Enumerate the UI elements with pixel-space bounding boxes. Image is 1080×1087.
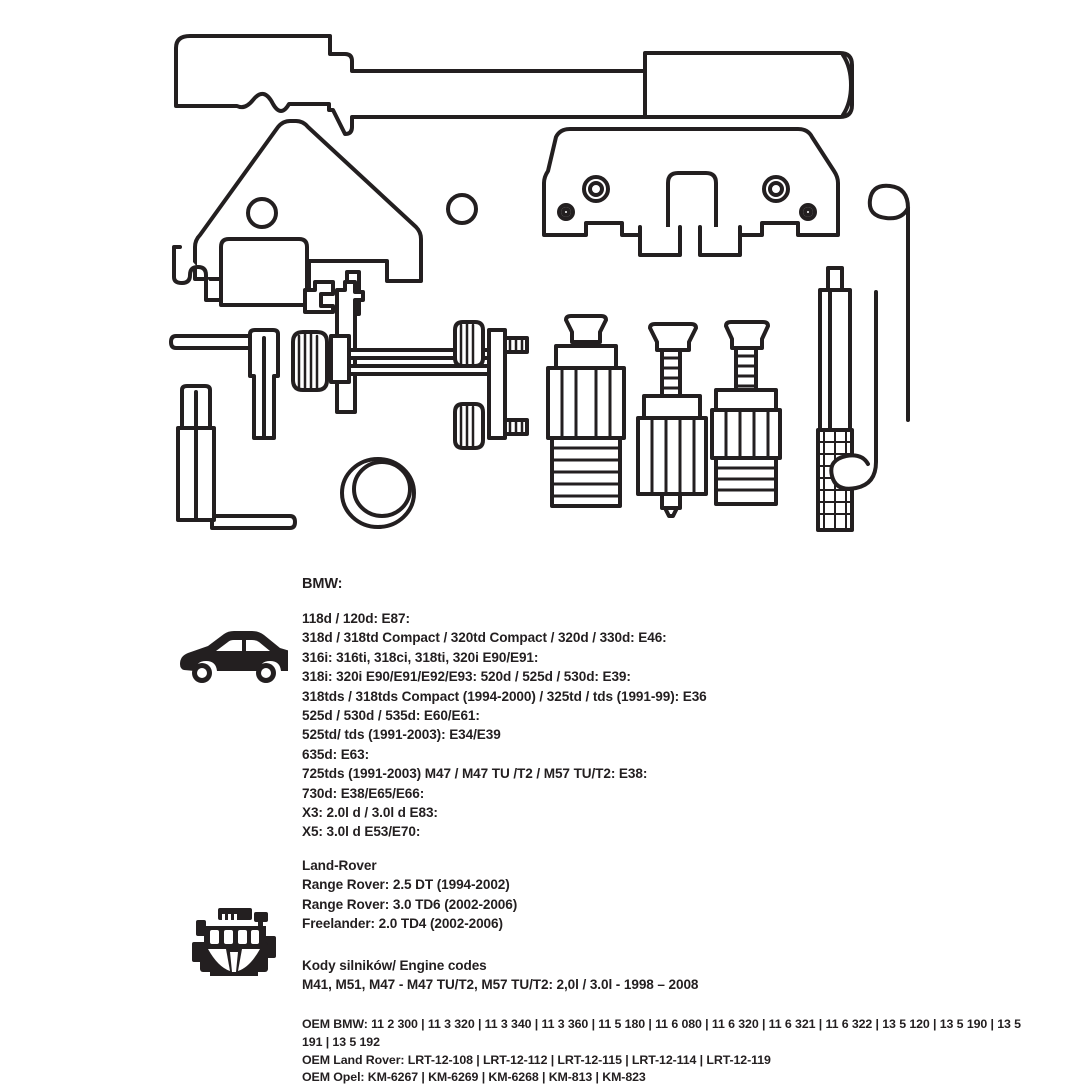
oem-opel-line: OEM Opel: KM-6267 | KM-6269 | KM-6268 | … [302, 1070, 646, 1085]
bmw-model-row: 525td/ tds (1991-2003): E34/E39 [302, 727, 501, 743]
bmw-model-row: 318d / 318td Compact / 320td Compact / 3… [302, 630, 667, 646]
bmw-heading: BMW: [302, 576, 343, 592]
bmw-model-row: 730d: E38/E65/E66: [302, 785, 425, 801]
flywheel-locking-bar-icon [174, 34, 854, 136]
tool-set-illustration [169, 34, 910, 532]
injector-puller-adapter-1-icon [546, 314, 626, 508]
oem-bmw-line: OEM BMW: 11 2 300 | 11 3 320 | 11 3 340 … [302, 1016, 1044, 1051]
spacer [302, 842, 1042, 856]
landrover-model-row: Range Rover: 3.0 TD6 (2002-2006) [302, 896, 518, 912]
injector-puller-adapter-3-icon [710, 320, 782, 506]
bmw-model-row: 525d / 530d / 535d: E60/E61: [302, 708, 480, 724]
injector-puller-adapter-2-icon [636, 322, 708, 518]
oem-landrover-line: OEM Land Rover: LRT-12-108 | LRT-12-112 … [302, 1052, 771, 1067]
wire-hook-short-icon [829, 290, 878, 491]
locking-pin-t-handle-2-icon [176, 384, 297, 530]
car-silhouette-icon [176, 626, 296, 688]
engine-codes-section: Kody silników/ Engine codes M41, M51, M4… [302, 956, 1042, 995]
bmw-model-row: X5: 3.0l d E53/E70: [302, 824, 421, 840]
bmw-model-list: 118d / 120d: E87: 318d / 318td Compact /… [302, 609, 1042, 842]
oem-section: OEM BMW: 11 2 300 | 11 3 320 | 11 3 340 … [302, 1016, 1042, 1086]
bmw-model-row: 318i: 320i E90/E91/E92/E93: 520d / 525d … [302, 669, 631, 685]
wire-hook-long-icon [867, 183, 910, 422]
oem-bmw-numbers: 11 2 300 | 11 3 320 | 11 3 340 | 11 3 36… [302, 1017, 1021, 1049]
locking-pin-t-handle-1-icon [169, 328, 280, 440]
engine-block-icon [188, 902, 280, 980]
engine-codes-value: M41, M51, M47 - M47 TU/T2, M57 TU/T2: 2,… [302, 976, 699, 992]
bmw-model-row: 635d: E63: [302, 746, 370, 762]
spacer [302, 934, 1042, 956]
landrover-section: Land-Rover Range Rover: 2.5 DT (1994-200… [302, 856, 1042, 934]
landrover-model-row: Freelander: 2.0 TD4 (2002-2006) [302, 916, 503, 932]
camshaft-alignment-plate-right-icon [542, 127, 840, 257]
landrover-heading: Land-Rover [302, 857, 377, 873]
bmw-model-row: 725tds (1991-2003) M47 / M47 TU /T2 / M5… [302, 766, 648, 782]
bmw-model-row: 318tds / 318tds Compact (1994-2000) / 32… [302, 688, 707, 704]
spacer [302, 994, 1042, 1016]
landrover-model-row: Range Rover: 2.5 DT (1994-2002) [302, 877, 510, 893]
bmw-model-row: 316i: 316ti, 318ci, 318ti, 320i E90/E91: [302, 649, 539, 665]
bmw-model-row: 118d / 120d: E87: [302, 611, 410, 626]
bushing-ring-icon [340, 457, 416, 529]
engine-codes-heading: Kody silników/ Engine codes [302, 957, 487, 973]
knurled-clamp-tool-icon [291, 280, 529, 450]
camshaft-alignment-plate-left-icon [172, 119, 478, 316]
oem-bmw-label: OEM BMW: [302, 1017, 368, 1032]
bmw-model-row: X3: 2.0l d / 3.0l d E83: [302, 805, 438, 821]
